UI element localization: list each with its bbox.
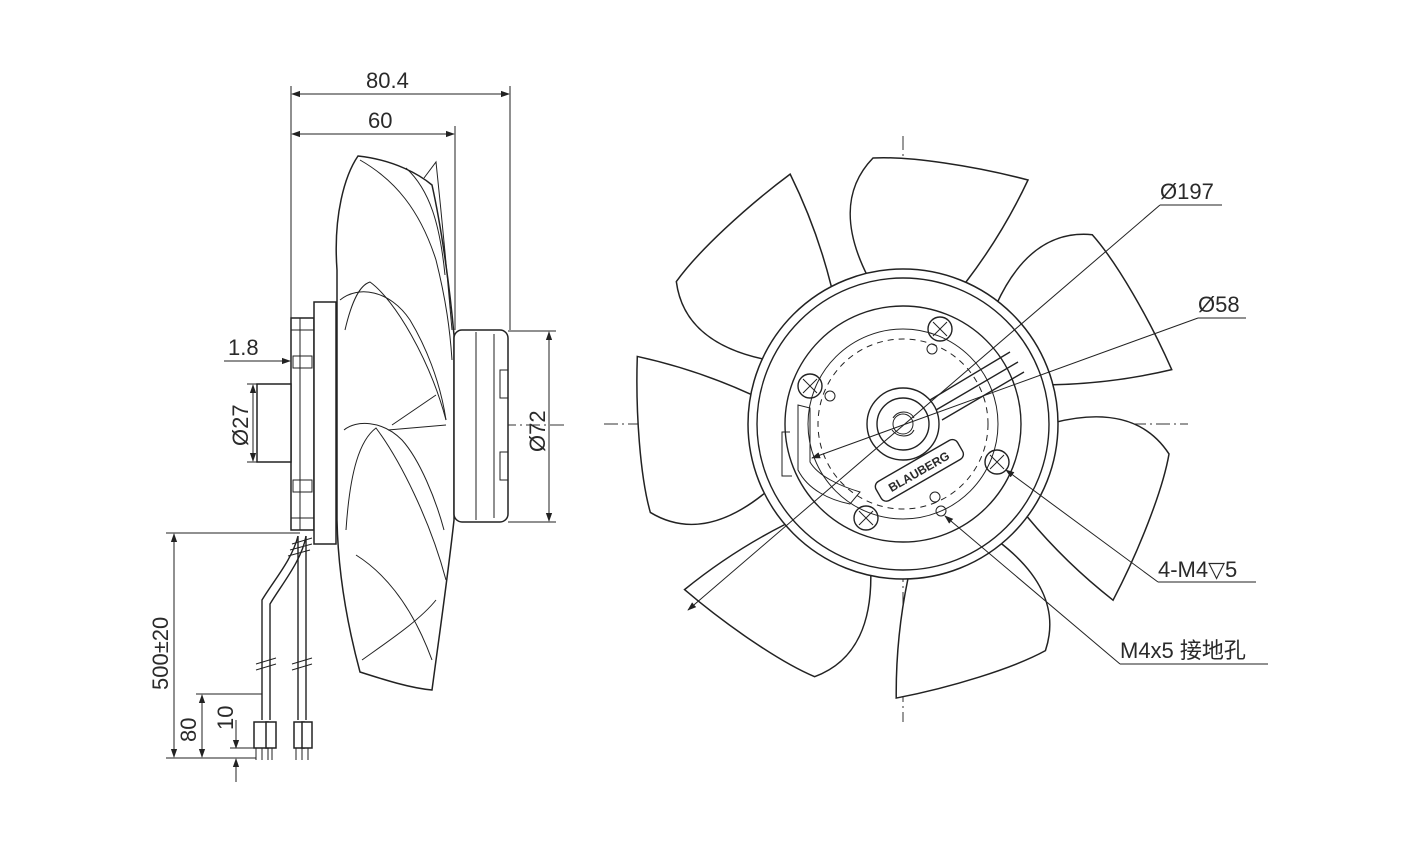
- front-view: BLAUBERG Ø197 Ø58: [604, 136, 1268, 722]
- dim-cable-length: 500±20: [148, 532, 300, 759]
- motor-rotor: [453, 329, 509, 523]
- dim-strip-inner: 10: [213, 706, 256, 782]
- side-view: 80.4 60 1.8 Ø27 Ø72: [148, 68, 565, 782]
- dim-fan-diameter: Ø197: [687, 179, 1222, 611]
- mount-flange: [290, 301, 337, 545]
- dim-hub-diameter: Ø27: [228, 383, 258, 463]
- hub-boss: [256, 383, 292, 463]
- dim-mount-holes: 4-M4▽5: [1005, 469, 1256, 583]
- dim-cable-length-label: 500±20: [148, 617, 173, 690]
- dim-flange-step: 1.8: [224, 335, 291, 365]
- fan-blades: [636, 156, 1173, 699]
- dim-fan-diameter-label: Ø197: [1160, 179, 1214, 204]
- dim-ground-hole-label: M4x5 接地孔: [1120, 638, 1246, 663]
- dim-motor-diameter-label: Ø72: [525, 410, 550, 452]
- dim-mount-holes-label: 4-M4▽5: [1158, 557, 1237, 582]
- dim-flange-step-label: 1.8: [228, 335, 259, 360]
- dim-motor-diameter: Ø72: [508, 330, 556, 523]
- mount-screws: [797, 316, 1010, 531]
- front-hub: BLAUBERG: [747, 268, 1059, 580]
- dim-hub-front-diameter-label: Ø58: [1198, 292, 1240, 317]
- dim-ground-hole: M4x5 接地孔: [944, 515, 1268, 665]
- dim-hub-diameter-label: Ø27: [228, 404, 253, 446]
- impeller-side: [335, 155, 455, 691]
- dim-hub-front-diameter: Ø58: [811, 292, 1246, 459]
- dim-strip-inner-label: 10: [213, 706, 238, 730]
- dim-overall-depth: 80.4: [290, 68, 511, 330]
- cable-bundle: [253, 535, 313, 760]
- dim-strip-outer: 80: [176, 693, 262, 758]
- dim-impeller-depth-label: 60: [368, 108, 392, 133]
- dim-overall-depth-label: 80.4: [366, 68, 409, 93]
- dim-strip-outer-label: 80: [176, 718, 201, 742]
- dim-impeller-depth: 60: [291, 108, 456, 330]
- brand-plate: [874, 438, 965, 502]
